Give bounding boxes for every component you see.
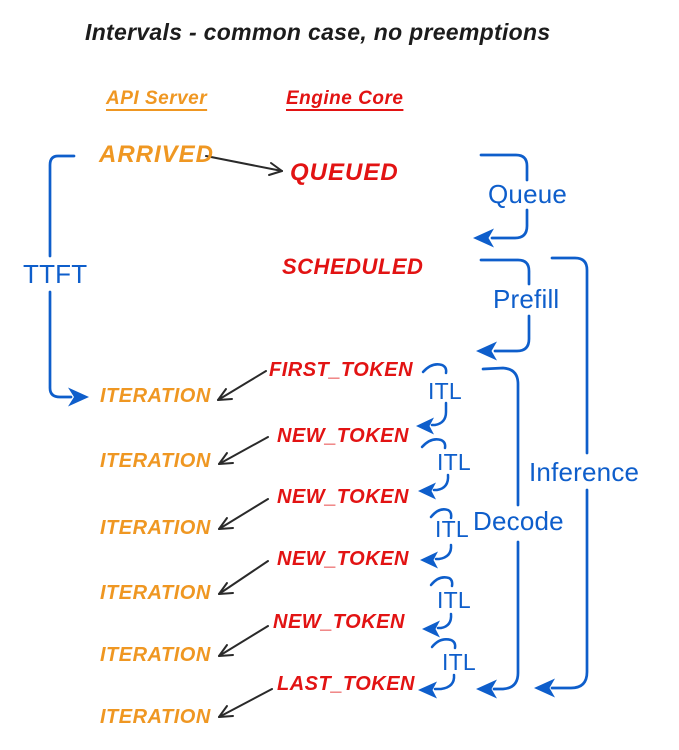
queue-arrowhead <box>473 228 494 248</box>
interval-label-queue: Queue <box>488 179 568 209</box>
itl-4-hook <box>436 612 453 630</box>
arrow-new-token-4-to-iteration <box>218 625 269 657</box>
itl-4-arc <box>429 576 454 588</box>
itl-1-arc <box>421 363 448 375</box>
event-scheduled: SCHEDULED <box>282 254 424 279</box>
itl-1-arrowhead <box>416 417 434 435</box>
interval-label-itl-5: ITL <box>442 649 476 675</box>
interval-label-ttft: TTFT <box>23 259 88 289</box>
itl-3-arrowhead <box>420 551 438 569</box>
interval-label-itl-4: ITL <box>437 587 471 613</box>
itl-3-arc <box>429 508 453 520</box>
event-new-token-1: NEW_TOKEN <box>277 425 409 447</box>
itl-5-arrowhead <box>418 681 437 699</box>
arrow-new-token-3-to-iteration <box>218 560 269 595</box>
ttft-arrowhead <box>68 387 89 407</box>
event-iteration-2: ITERATION <box>100 450 211 472</box>
interval-label-inference: Inference <box>529 457 640 487</box>
event-iteration-1: ITERATION <box>100 385 211 407</box>
itl-2-arrowhead <box>418 482 436 500</box>
interval-label-itl-3: ITL <box>435 516 469 542</box>
arrow-first-token-to-iteration <box>217 370 267 401</box>
event-arrived: ARRIVED <box>99 141 215 168</box>
event-iteration-6: ITERATION <box>100 706 211 728</box>
interval-label-itl-1: ITL <box>428 378 462 404</box>
page-title: Intervals - common case, no preemptions <box>85 19 551 45</box>
ttft-bracket <box>48 154 76 399</box>
itl-3-hook <box>434 543 453 561</box>
decode-arrowhead <box>476 679 497 699</box>
arrow-new-token-1-to-iteration <box>218 436 269 465</box>
event-new-token-3: NEW_TOKEN <box>277 548 409 570</box>
itl-2-hook <box>432 473 450 492</box>
arrow-new-token-2-to-iteration <box>218 498 269 530</box>
event-queued: QUEUED <box>290 159 399 186</box>
queue-bracket <box>479 153 529 240</box>
interval-label-itl-2: ITL <box>437 449 471 475</box>
event-first-token: FIRST_TOKEN <box>269 359 414 381</box>
itl-5-hook <box>433 673 456 691</box>
prefill-arrowhead <box>476 341 497 361</box>
itl-4-arrowhead <box>422 620 440 638</box>
itl-2-arc <box>420 438 447 450</box>
itl-1-hook <box>430 401 448 427</box>
decode-bracket <box>481 366 520 691</box>
inference-bracket <box>550 256 589 690</box>
column-header-api-server: API Server <box>106 88 208 109</box>
event-last-token: LAST_TOKEN <box>277 673 415 695</box>
event-new-token-2: NEW_TOKEN <box>277 486 409 508</box>
event-new-token-4: NEW_TOKEN <box>273 611 405 633</box>
event-iteration-4: ITERATION <box>100 582 211 604</box>
prefill-bracket <box>479 258 531 353</box>
itl-5-arc <box>430 638 457 650</box>
arrow-arrived-to-queued <box>205 155 283 176</box>
event-iteration-3: ITERATION <box>100 517 211 539</box>
inference-arrowhead <box>534 678 555 698</box>
interval-label-prefill: Prefill <box>493 284 560 314</box>
event-iteration-5: ITERATION <box>100 644 211 666</box>
column-header-engine-core: Engine Core <box>286 88 404 109</box>
interval-label-decode: Decode <box>473 506 564 536</box>
arrow-last-token-to-iteration <box>218 688 273 718</box>
